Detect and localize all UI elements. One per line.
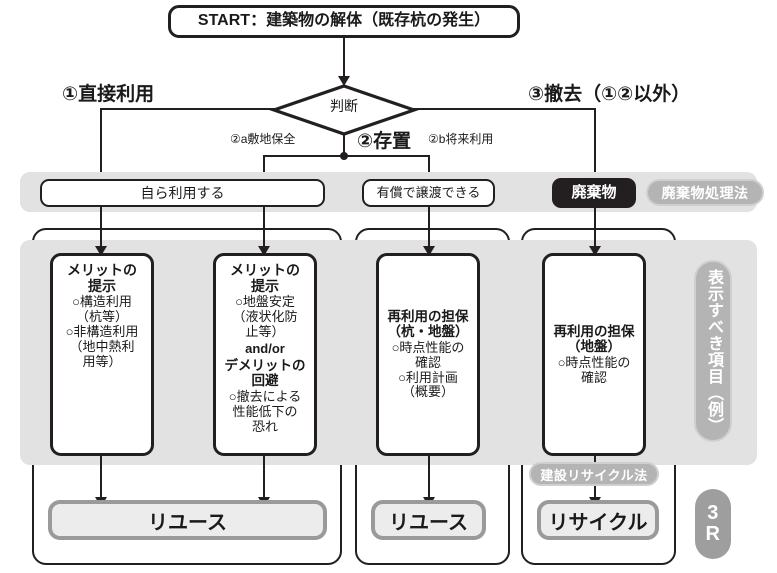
line-center-left-down (263, 155, 265, 180)
arrow-to-reuse-guarantee-ground (589, 246, 601, 256)
outcome-box-recycle[interactable]: リサイクル (537, 500, 659, 540)
route-box-paid-transfer[interactable]: 有償で譲渡できる (362, 179, 495, 207)
start-label: START：建築物の解体（既存杭の発生） (197, 12, 491, 30)
branch-label-center-left: ②a敷地保全 (230, 132, 296, 146)
line-merit-structural-to-reuse (100, 456, 102, 500)
line-to-reuse-guarantee-ground (594, 207, 596, 249)
line-merit-ground-to-reuse (263, 456, 265, 500)
detail-box-reuse-guarantee-ground-body: ○時点性能の 確認 (557, 354, 631, 385)
detail-box-merit-structural-heading: メリットの 提示 (67, 262, 137, 295)
detail-box-merit-ground[interactable]: メリットの 提示 ○地盤安定 （液状化防 止等） and/or デメリットの 回… (213, 253, 317, 456)
line-to-merit-ground (263, 207, 265, 249)
branch-label-right: ③撤去（①②以外） (528, 84, 691, 105)
detail-box-merit-ground-body: ○地盤安定 （液状化防 止等） (232, 294, 298, 340)
branch-label-center: ②存置 (357, 131, 412, 152)
line-left-down (100, 108, 102, 180)
detail-box-reuse-guarantee-pile-ground[interactable]: 再利用の担保 （杭・地盤） ○時点性能の 確認 ○利用計画 （概要） (376, 253, 480, 456)
detail-box-merit-ground-heading2: デメリットの 回避 (224, 357, 306, 389)
outcome-box-reuse-mid-label: リユース (389, 511, 468, 534)
line-to-merit-structural (100, 207, 102, 249)
line-center-right-down (428, 155, 430, 180)
line-reuse-guarantee-ground-to-tag (594, 456, 596, 464)
detail-box-merit-ground-connector: and/or (245, 341, 285, 356)
line-decision-right (412, 108, 596, 110)
arrow-to-merit-structural (95, 246, 107, 256)
line-right-down (594, 108, 596, 172)
three-r-badge-line2: R (705, 523, 721, 545)
line-reuse-guarantee-to-reuse-mid (428, 456, 430, 500)
side-label-display-items-text: 表示すべき項目（例） (705, 268, 722, 434)
start-box: START：建築物の解体（既存杭の発生） (168, 5, 520, 38)
law-tag-construction-recycle-law: 建設リサイクル法 (529, 462, 659, 486)
detail-box-reuse-guarantee-pile-ground-body: ○時点性能の 確認 ○利用計画 （概要） (391, 339, 465, 400)
three-r-badge: 3 R (695, 489, 731, 559)
route-box-self-use[interactable]: 自ら利用する (40, 179, 325, 207)
outcome-box-reuse-left-label: リユース (148, 511, 227, 534)
outcome-box-recycle-label: リサイクル (548, 511, 648, 534)
branch-label-center-right: ②b将来利用 (428, 132, 494, 146)
side-label-display-items: 表示すべき項目（例） (694, 260, 732, 442)
route-box-self-use-label: 自ら利用する (140, 184, 225, 201)
detail-box-merit-structural-body: ○構造利用 （杭等） ○非構造利用 （地中熱利 用等） (65, 294, 139, 369)
detail-box-merit-ground-heading: メリットの 提示 (230, 262, 300, 295)
arrow-start-to-decision (338, 76, 350, 86)
law-tag-waste-law-label: 廃棄物処理法 (661, 184, 749, 201)
line-decision-center (343, 134, 345, 156)
line-tag-to-recycle (594, 486, 596, 500)
law-tag-waste-law: 廃棄物処理法 (646, 179, 764, 206)
detail-box-reuse-guarantee-pile-ground-heading: 再利用の担保 （杭・地盤） (387, 308, 469, 340)
arrow-to-merit-ground (258, 246, 270, 256)
detail-box-merit-ground-body2: ○撤去による 性能低下の 恐れ (228, 388, 302, 434)
outcome-box-reuse-left[interactable]: リユース (48, 500, 327, 540)
law-tag-construction-recycle-law-label: 建設リサイクル法 (540, 467, 648, 483)
branch-label-left: ①直接利用 (62, 84, 155, 105)
line-start-to-decision (343, 38, 345, 78)
detail-box-reuse-guarantee-ground[interactable]: 再利用の担保 （地盤） ○時点性能の 確認 (542, 253, 646, 456)
line-decision-left (100, 108, 276, 110)
decision-label: 判断 (330, 98, 358, 114)
three-r-badge-line1: 3 (707, 502, 719, 524)
detail-box-reuse-guarantee-ground-heading: 再利用の担保 （地盤） (553, 323, 635, 355)
detail-box-merit-structural[interactable]: メリットの 提示 ○構造利用 （杭等） ○非構造利用 （地中熱利 用等） (50, 253, 154, 456)
route-box-waste-label: 廃棄物 (571, 184, 617, 202)
line-to-reuse-guarantee-pile (428, 207, 430, 249)
route-box-paid-transfer-label: 有償で譲渡できる (376, 184, 481, 200)
line-center-split (263, 155, 429, 157)
outcome-box-reuse-mid[interactable]: リユース (371, 500, 486, 540)
route-box-waste[interactable]: 廃棄物 (552, 178, 636, 208)
arrow-to-reuse-guarantee-pile (423, 246, 435, 256)
